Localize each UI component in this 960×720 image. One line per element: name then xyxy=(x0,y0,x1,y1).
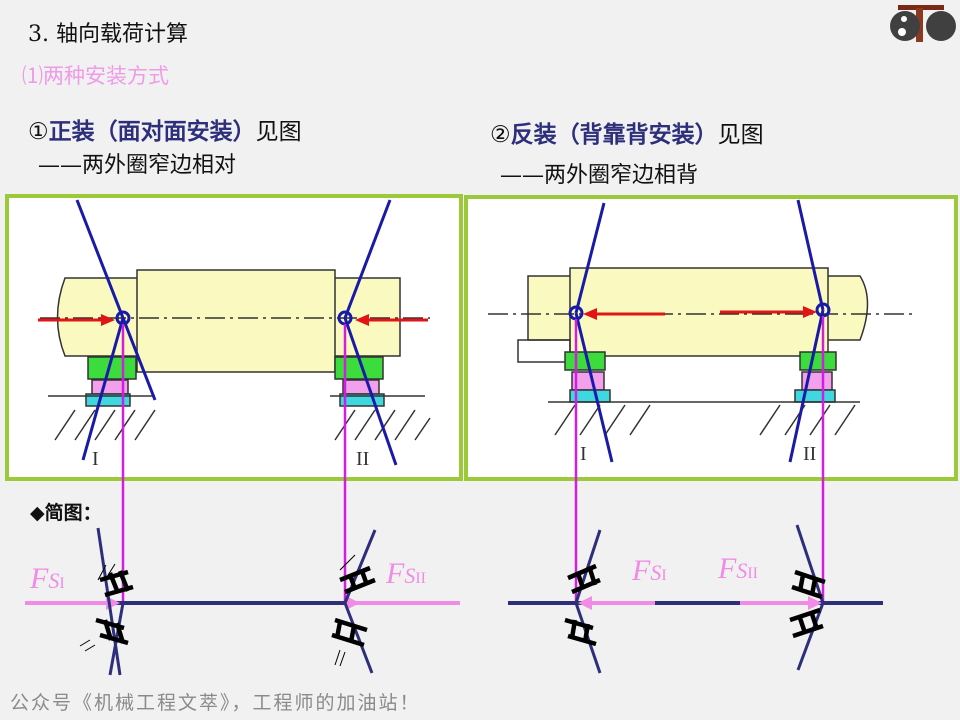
right-heading: ②反装（背靠背安装）见图 xyxy=(490,115,764,149)
see-figure: 见图 xyxy=(717,122,764,148)
left-sketch xyxy=(25,527,460,676)
bearing-label-2: II xyxy=(803,443,816,465)
force-label-fs1: FSI xyxy=(29,562,65,595)
slide-title: 3. 轴向载荷计算 xyxy=(28,22,188,47)
force-label-fs1: FSI xyxy=(631,554,667,587)
right-description: ——两外圈窄边相背 xyxy=(500,163,699,188)
mount-type: 反装（背靠背安装） xyxy=(510,121,718,148)
footer-watermark: 公众号《机械工程文萃》，工程师的加油站！ xyxy=(10,692,421,714)
force-label-fs2: FSII xyxy=(717,552,758,585)
bearing-label-1: I xyxy=(92,448,99,470)
right-sketch xyxy=(508,524,883,674)
num: ② xyxy=(490,122,511,148)
see-figure: 见图 xyxy=(255,119,302,145)
num: ① xyxy=(28,119,49,145)
section-subtitle: ⑴两种安装方式 xyxy=(22,64,169,88)
sketch-label: ◆简图： xyxy=(30,502,102,524)
right-shaft xyxy=(488,267,915,436)
left-shaft xyxy=(40,269,431,441)
logo xyxy=(890,5,956,42)
left-pressure-lines xyxy=(75,199,398,466)
mount-type: 正装（面对面安装） xyxy=(48,118,256,145)
left-heading: ①正装（面对面安装）见图 xyxy=(28,112,302,146)
right-axial-arrows xyxy=(583,306,817,320)
force-label-fs2: FSII xyxy=(385,557,426,590)
projection-lines xyxy=(121,316,825,603)
bearing-label-2: II xyxy=(356,448,369,470)
left-description: ——两外圈窄边相对 xyxy=(38,153,237,178)
bearing-label-1: I xyxy=(580,443,587,465)
left-axial-arrows xyxy=(38,314,428,326)
